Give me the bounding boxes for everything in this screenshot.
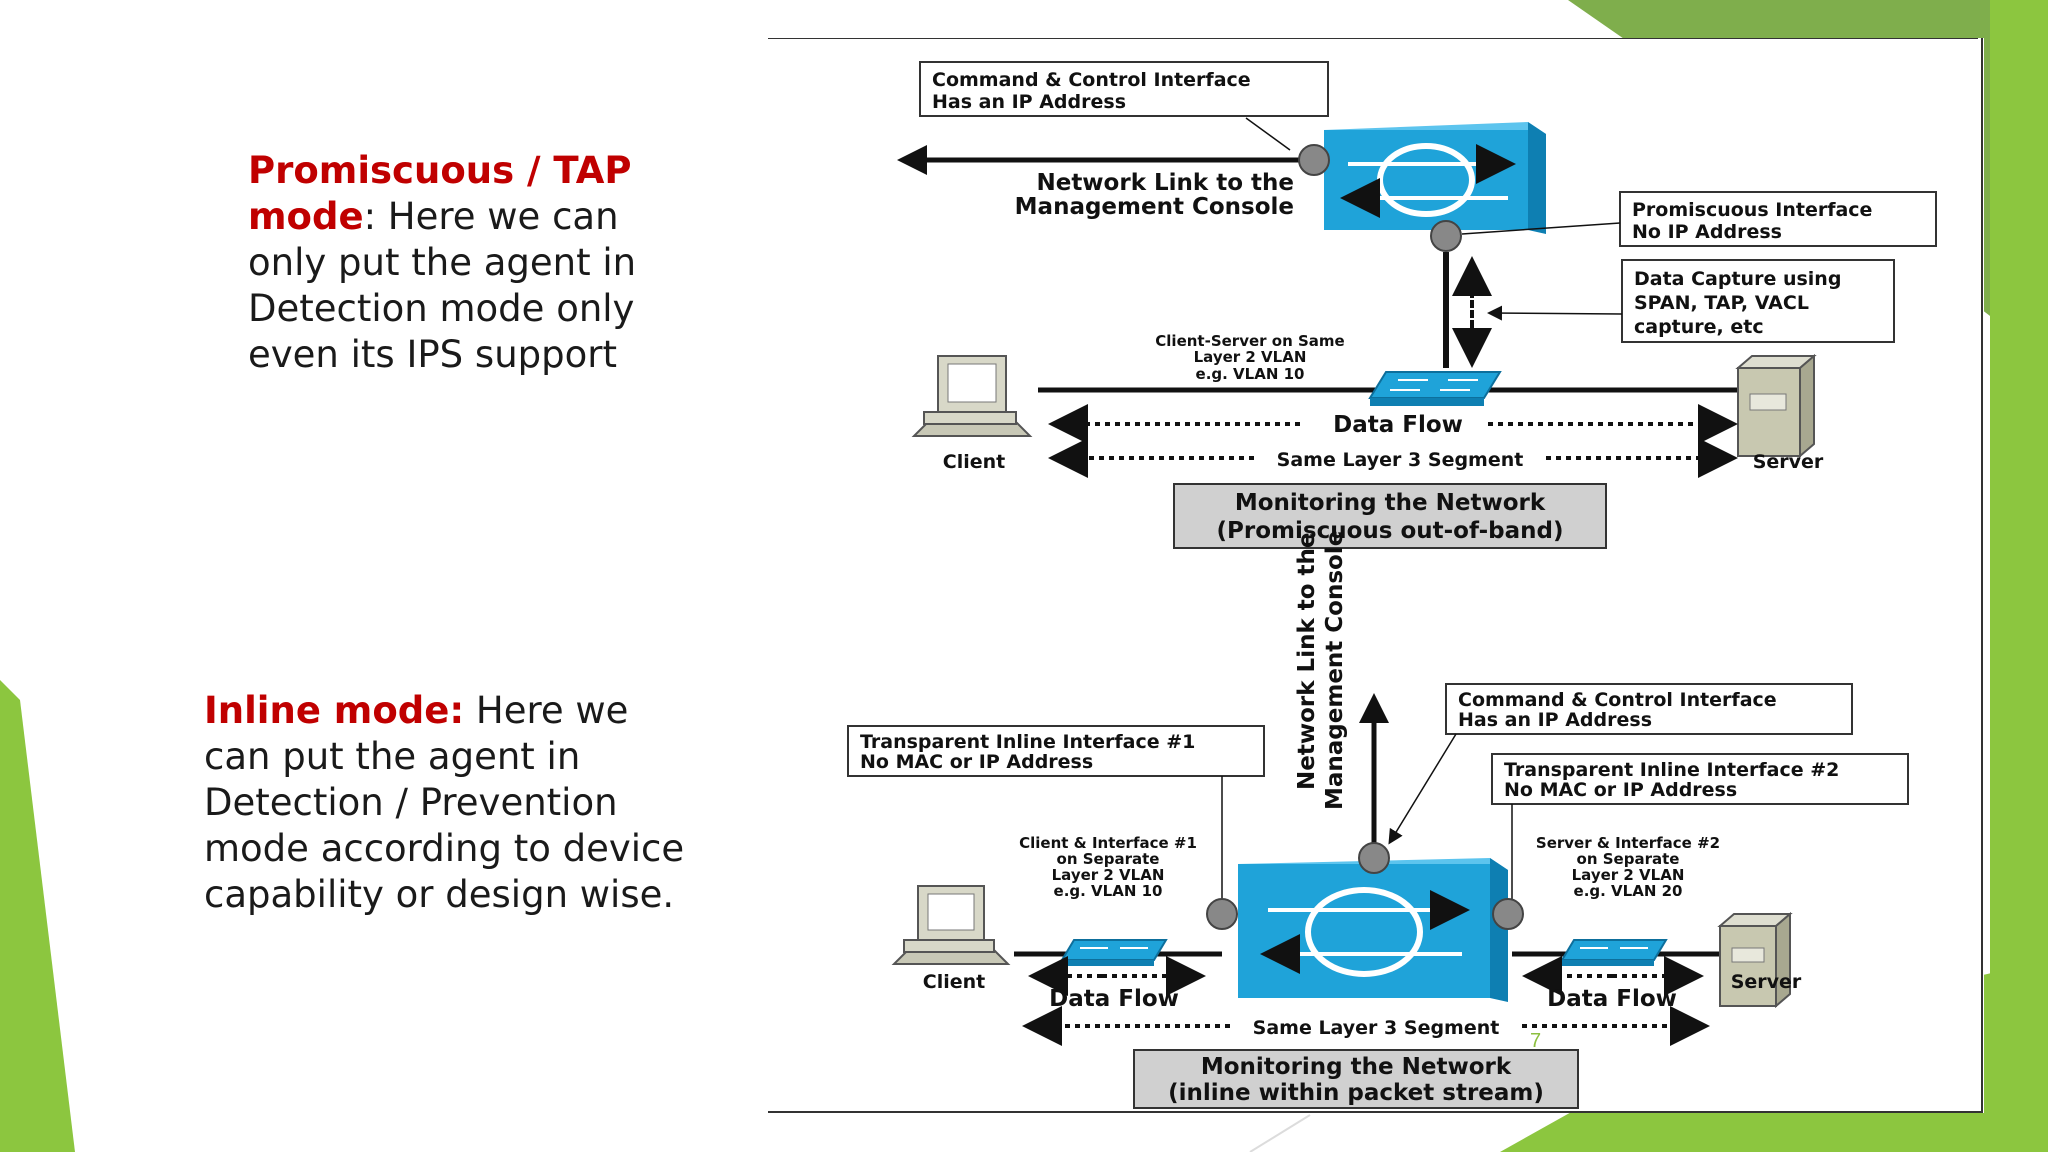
top-vlan-note-line3: e.g. VLAN 10 [1196,365,1305,383]
bottom-server-switch-icon [1560,939,1668,966]
bottom-client-note-line2: on Separate [1057,850,1160,868]
promiscuous-body: : Here we can only put the agent in Dete… [248,195,637,376]
promiscuous-mode-text: Promiscuous / TAP mode: Here we can only… [248,148,708,378]
bottom-data-flow-left-label: Data Flow [1049,986,1179,1012]
top-caption-line2: (Promiscuous out-of-band) [1217,518,1564,544]
top-data-capture-line3: capture, etc [1634,316,1764,338]
bottom-client-note-line1: Client & Interface #1 [1019,834,1197,852]
top-vlan-note-line1: Client-Server on Same [1155,332,1344,350]
top-promisc-port-icon [1430,220,1462,252]
top-server-icon [1735,353,1817,459]
bottom-server-note-line4: e.g. VLAN 20 [1574,882,1683,900]
inline-heading: Inline mode: [204,689,465,732]
top-caption-line1: Monitoring the Network [1235,490,1546,516]
bottom-cc-interface-line1: Command & Control Interface [1458,689,1777,711]
top-client-pc-icon [911,355,1033,437]
top-cc-interface-box [919,61,1329,117]
top-data-flow-label: Data Flow [1333,412,1463,438]
green-facet-right-strip [1990,0,2048,1152]
page-number: 7 [1530,1030,1542,1052]
top-caption-box [1173,483,1607,549]
bottom-inline-if2-line1: Transparent Inline Interface #2 [1504,759,1839,781]
bottom-server-note-line1: Server & Interface #2 [1536,834,1720,852]
bottom-cc-pointer [1388,733,1457,845]
green-facet-bottom-left [0,680,75,1152]
bottom-cc-interface-box [1445,683,1853,735]
bottom-client-switch-icon [1060,939,1168,966]
bottom-inline-if1-line1: Transparent Inline Interface #1 [860,731,1195,753]
top-switch-icon [1368,371,1502,406]
top-promisc-interface-line2: No IP Address [1632,221,1782,243]
top-data-capture-line1: Data Capture using [1634,268,1841,290]
bottom-network-link-line2: Management Console [1322,531,1348,810]
top-promisc-pointer [1461,222,1621,235]
top-cc-interface-line2: Has an IP Address [932,91,1126,113]
bottom-inline-port2-icon [1492,898,1524,930]
top-cc-interface-line1: Command & Control Interface [932,69,1251,91]
bottom-client-note-line4: e.g. VLAN 10 [1054,882,1163,900]
bottom-client-label: Client [923,971,985,993]
top-network-link-line2: Management Console [1015,194,1294,220]
top-network-link-line1: Network Link to the [1036,170,1294,196]
bottom-network-link-line1: Network Link to the [1294,532,1320,790]
bottom-segment-label: Same Layer 3 Segment [1253,1017,1500,1039]
bottom-server-note-line3: Layer 2 VLAN [1572,866,1685,884]
bottom-caption-box [1133,1049,1579,1109]
top-sensor-icon [1324,122,1546,234]
promiscuous-heading: Promiscuous / TAP mode [248,149,632,238]
bottom-cc-interface-line2: Has an IP Address [1458,709,1652,731]
top-server-label: Server [1753,451,1824,473]
bottom-client-note-line3: Layer 2 VLAN [1052,866,1165,884]
inline-mode-text: Inline mode: Here we can put the agent i… [204,688,704,918]
top-data-capture-pointer [1487,305,1623,321]
top-promisc-interface-line1: Promiscuous Interface [1632,199,1872,221]
bottom-server-note-line2: on Separate [1577,850,1680,868]
bottom-diagram: Network Link to the Management Console C… [847,531,1909,1109]
top-diagram: Command & Control Interface Has an IP Ad… [897,61,1937,549]
top-promisc-interface-box [1619,191,1937,247]
inline-body: Here we can put the agent in Detection /… [204,689,685,916]
bottom-server-icon [1717,911,1793,1009]
bottom-inline-port1-icon [1206,898,1238,930]
top-segment-label: Same Layer 3 Segment [1277,449,1524,471]
bottom-sensor-icon [1238,858,1508,1002]
bottom-inline-if2-line2: No MAC or IP Address [1504,779,1737,801]
bottom-inline-if1-line2: No MAC or IP Address [860,751,1093,773]
bottom-client-pc-icon [891,885,1011,965]
bottom-inline-if2-box [1491,753,1909,805]
bottom-data-flow-right-label: Data Flow [1547,986,1677,1012]
bottom-caption-line2: (inline within packet stream) [1168,1080,1544,1106]
faint-line-bottom [1249,1114,1311,1152]
top-client-label: Client [943,451,1005,473]
top-vlan-note-line2: Layer 2 VLAN [1194,348,1307,366]
top-cc-port-icon [1298,144,1330,176]
ids-ips-diagram: Command & Control Interface Has an IP Ad… [768,37,1983,1113]
bottom-server-label: Server [1731,971,1802,993]
diagram-panel: Command & Control Interface Has an IP Ad… [768,37,1984,1113]
bottom-caption-line1: Monitoring the Network [1201,1054,1512,1080]
bottom-cc-port-icon [1358,842,1390,874]
top-data-capture-line2: SPAN, TAP, VACL [1634,292,1809,314]
top-cc-pointer [1245,117,1291,151]
bottom-inline-if1-box [847,725,1265,777]
top-data-capture-box [1621,259,1895,343]
